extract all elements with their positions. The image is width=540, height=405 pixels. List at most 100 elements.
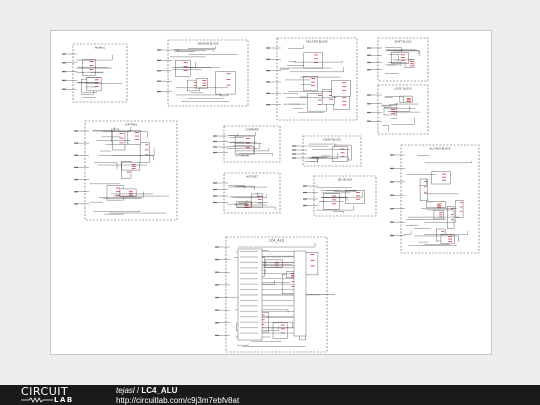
subcircuit-label: LOGIC BLOCK xyxy=(394,87,412,91)
port-tag xyxy=(74,166,78,169)
pin-label xyxy=(450,213,454,215)
circuit-meta: tejasl / LC4_ALU http://circuitlab.com/c… xyxy=(116,386,239,405)
subcircuit-b10: SEL BLOCK xyxy=(303,175,377,217)
component-box xyxy=(112,130,126,151)
port-tag xyxy=(303,185,307,187)
pin-label xyxy=(280,328,285,330)
pin-label xyxy=(409,63,414,65)
component-box xyxy=(303,76,318,91)
port-tag xyxy=(157,70,161,72)
subcircuit-label: HICONST xyxy=(246,175,258,179)
port-tag xyxy=(292,157,296,159)
port-tag xyxy=(215,259,219,261)
port-tag xyxy=(62,53,66,55)
logo-text-circuit: CIRCUIT xyxy=(21,385,69,398)
pin-label xyxy=(183,62,188,64)
pin-label xyxy=(439,212,443,213)
subcircuit-b8: CONST BLOCK xyxy=(292,135,362,167)
pin-label xyxy=(400,57,405,58)
component-box xyxy=(175,60,191,77)
pin-label xyxy=(409,61,414,62)
subcircuit-frame xyxy=(276,37,358,121)
component-box xyxy=(303,52,323,69)
component-box xyxy=(331,146,348,162)
circuit-title[interactable]: LC4_ALU xyxy=(141,386,178,395)
port-tag xyxy=(215,271,219,273)
subcircuit-label: SHIFT BLOCK xyxy=(395,40,412,44)
component-box xyxy=(391,52,409,64)
pin-label xyxy=(89,61,94,62)
pin-label xyxy=(226,84,231,86)
pin-label xyxy=(355,198,360,200)
port-tag xyxy=(303,198,307,200)
pin-label xyxy=(245,147,250,148)
port-tag xyxy=(157,80,161,82)
pin-label xyxy=(355,195,360,197)
instance-row xyxy=(240,261,258,263)
subcircuit-label: ADD/SUB BLOCK xyxy=(197,42,218,46)
pin-label xyxy=(332,195,337,197)
port-tag xyxy=(157,91,161,93)
pin-label xyxy=(291,285,296,287)
pin-label xyxy=(448,241,453,242)
pin-label xyxy=(311,81,316,83)
instance-row xyxy=(240,299,258,301)
port-tag xyxy=(74,191,78,193)
port-tag xyxy=(266,70,270,72)
subcircuit-b7: COMPARE xyxy=(213,125,281,163)
pin-label xyxy=(332,199,337,201)
port-tag xyxy=(390,194,394,196)
pin-label xyxy=(340,152,345,154)
pin-label xyxy=(391,109,396,110)
port-tag xyxy=(74,203,78,205)
pin-label xyxy=(245,138,250,139)
subcircuit-label: LC4_ALU xyxy=(269,239,285,243)
instance-row xyxy=(240,310,258,312)
pin-label xyxy=(340,156,345,157)
pin-label xyxy=(310,259,315,261)
pin-label xyxy=(317,95,322,96)
component-box xyxy=(419,178,428,201)
subcircuit-label: COMPARE xyxy=(246,128,259,132)
port-tag xyxy=(213,151,217,154)
pin-label xyxy=(89,65,94,67)
port-tag xyxy=(213,188,217,191)
pin-label xyxy=(280,332,285,334)
port-tag xyxy=(367,54,371,56)
port-tag xyxy=(303,191,307,194)
instance-row xyxy=(240,321,258,323)
port-tag xyxy=(367,47,371,49)
component-box xyxy=(455,200,464,218)
port-tag xyxy=(62,88,66,90)
pin-label xyxy=(311,85,316,86)
pin-label xyxy=(94,79,99,81)
author-link[interactable]: tejasl xyxy=(116,386,135,395)
pin-label xyxy=(340,148,345,150)
pin-label xyxy=(437,203,442,205)
pin-label xyxy=(131,168,136,169)
lc4-alu-internals xyxy=(237,248,335,341)
pin-label xyxy=(131,166,136,167)
subcircuit-frame xyxy=(223,125,281,163)
pin-label xyxy=(226,79,231,80)
subcircuit-frame xyxy=(72,43,128,103)
pin-label xyxy=(183,66,188,67)
port-tag xyxy=(215,284,219,286)
component-box xyxy=(215,71,236,95)
pin-label xyxy=(409,65,414,67)
instance-row xyxy=(240,332,258,334)
circuit-url[interactable]: http://circuitlab.com/c9j3m7ebfv8at xyxy=(116,396,240,405)
pin-label xyxy=(291,281,296,282)
pin-label xyxy=(128,192,133,194)
subcircuit-label: ALU MUX BLOCK xyxy=(429,147,450,151)
port-tag xyxy=(367,69,371,71)
port-tag xyxy=(266,47,270,49)
port-tag xyxy=(215,309,219,311)
circuitlab-logo[interactable]: CIRCUIT LAB xyxy=(21,385,89,404)
subcircuit-label: CONTROL xyxy=(125,123,138,127)
port-tag xyxy=(74,130,78,132)
pin-label xyxy=(406,98,411,99)
pin-label xyxy=(437,205,442,206)
